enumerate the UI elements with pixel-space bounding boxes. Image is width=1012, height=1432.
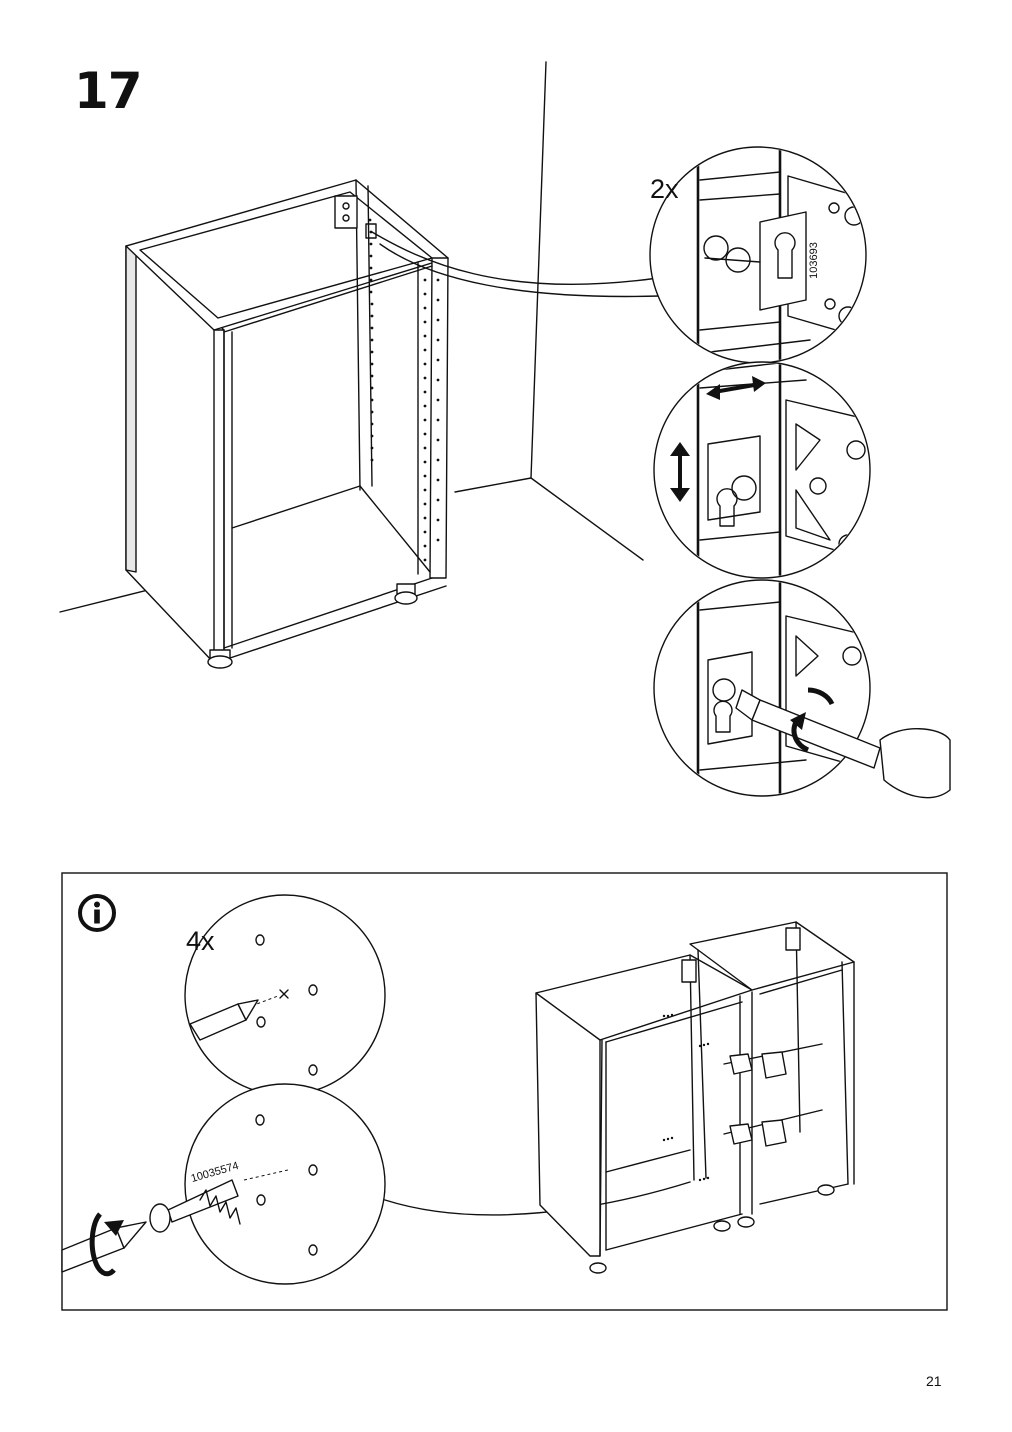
screw-quantity: 4x: [186, 926, 215, 956]
bracket-part-number: 103693: [807, 242, 820, 279]
info-box-border: [61, 872, 948, 1311]
info-screwdriver: [61, 1212, 147, 1277]
double-arrow-horizontal-icon: [706, 376, 766, 400]
cabinet-legs: [207, 583, 418, 669]
detail-circle-hang-bracket: [649, 146, 867, 364]
double-arrow-vertical-icon: [670, 442, 690, 502]
twin-cabinets: [535, 921, 855, 1274]
detail-circle-tighten: [653, 579, 951, 799]
info-detail-screw: [149, 1083, 386, 1285]
detail-circle-adjust: [653, 361, 871, 579]
page-number: 21: [926, 1373, 942, 1389]
bracket-quantity: 2x: [650, 174, 679, 204]
cabinet-frame: [125, 179, 661, 669]
info-icon: [78, 894, 116, 932]
screwdriver: [735, 689, 951, 799]
info-detail-mark: [184, 894, 386, 1096]
step-number: 17: [74, 62, 143, 120]
info-leader-line: [384, 1181, 691, 1216]
rotate-arrow-icon: [790, 687, 835, 753]
